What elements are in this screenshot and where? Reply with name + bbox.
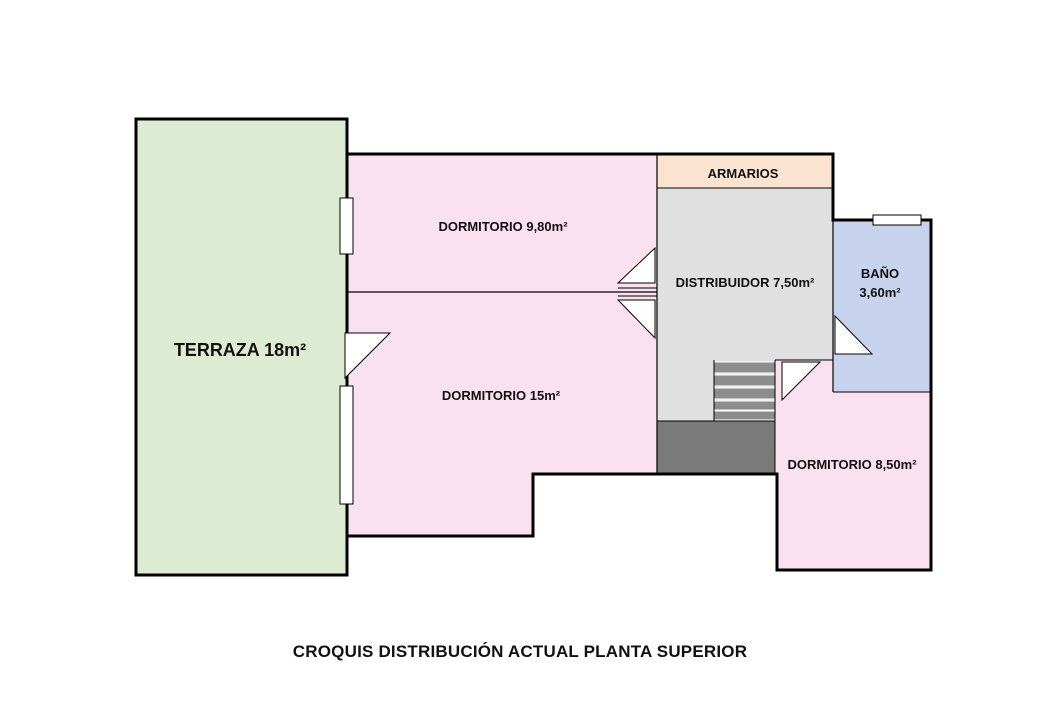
door-bano [834, 314, 874, 355]
dormitorio-15-area [347, 292, 657, 536]
label-bano-area: 3,60m² [859, 285, 901, 300]
door-dormitorio-15 [616, 299, 656, 340]
staircase-steps [713, 361, 776, 421]
door-swings [344, 246, 874, 402]
window-terraza-upper [339, 197, 354, 255]
label-distribuidor: DISTRIBUIDOR 7,50m² [676, 275, 815, 290]
label-bano-name: BAÑO [861, 266, 899, 281]
door-dormitorio-8-50 [781, 361, 822, 402]
terraza-area [136, 119, 347, 575]
window-bano [872, 214, 922, 226]
label-dormitorio-9-80: DORMITORIO 9,80m² [438, 219, 568, 234]
door-dormitorio-9-80 [616, 246, 656, 284]
interior-walls [347, 154, 931, 474]
plan-caption: CROQUIS DISTRIBUCIÓN ACTUAL PLANTA SUPER… [292, 642, 748, 661]
dormitorio-9-80-area [347, 154, 657, 292]
windows [339, 197, 922, 505]
staircase-landing [657, 421, 775, 474]
door-opening-lines [618, 287, 657, 297]
label-armarios: ARMARIOS [708, 166, 779, 181]
bano-area [833, 220, 931, 392]
window-terraza-lower [339, 385, 354, 505]
dormitorio-8-50-area [775, 360, 931, 570]
door-terraza [344, 332, 392, 380]
distribuidor-area [657, 188, 833, 421]
label-dormitorio-15: DORMITORIO 15m² [442, 388, 561, 403]
label-terraza: TERRAZA 18m² [174, 340, 306, 360]
armarios-area [657, 154, 833, 188]
label-dormitorio-8-50: DORMITORIO 8,50m² [787, 457, 917, 472]
